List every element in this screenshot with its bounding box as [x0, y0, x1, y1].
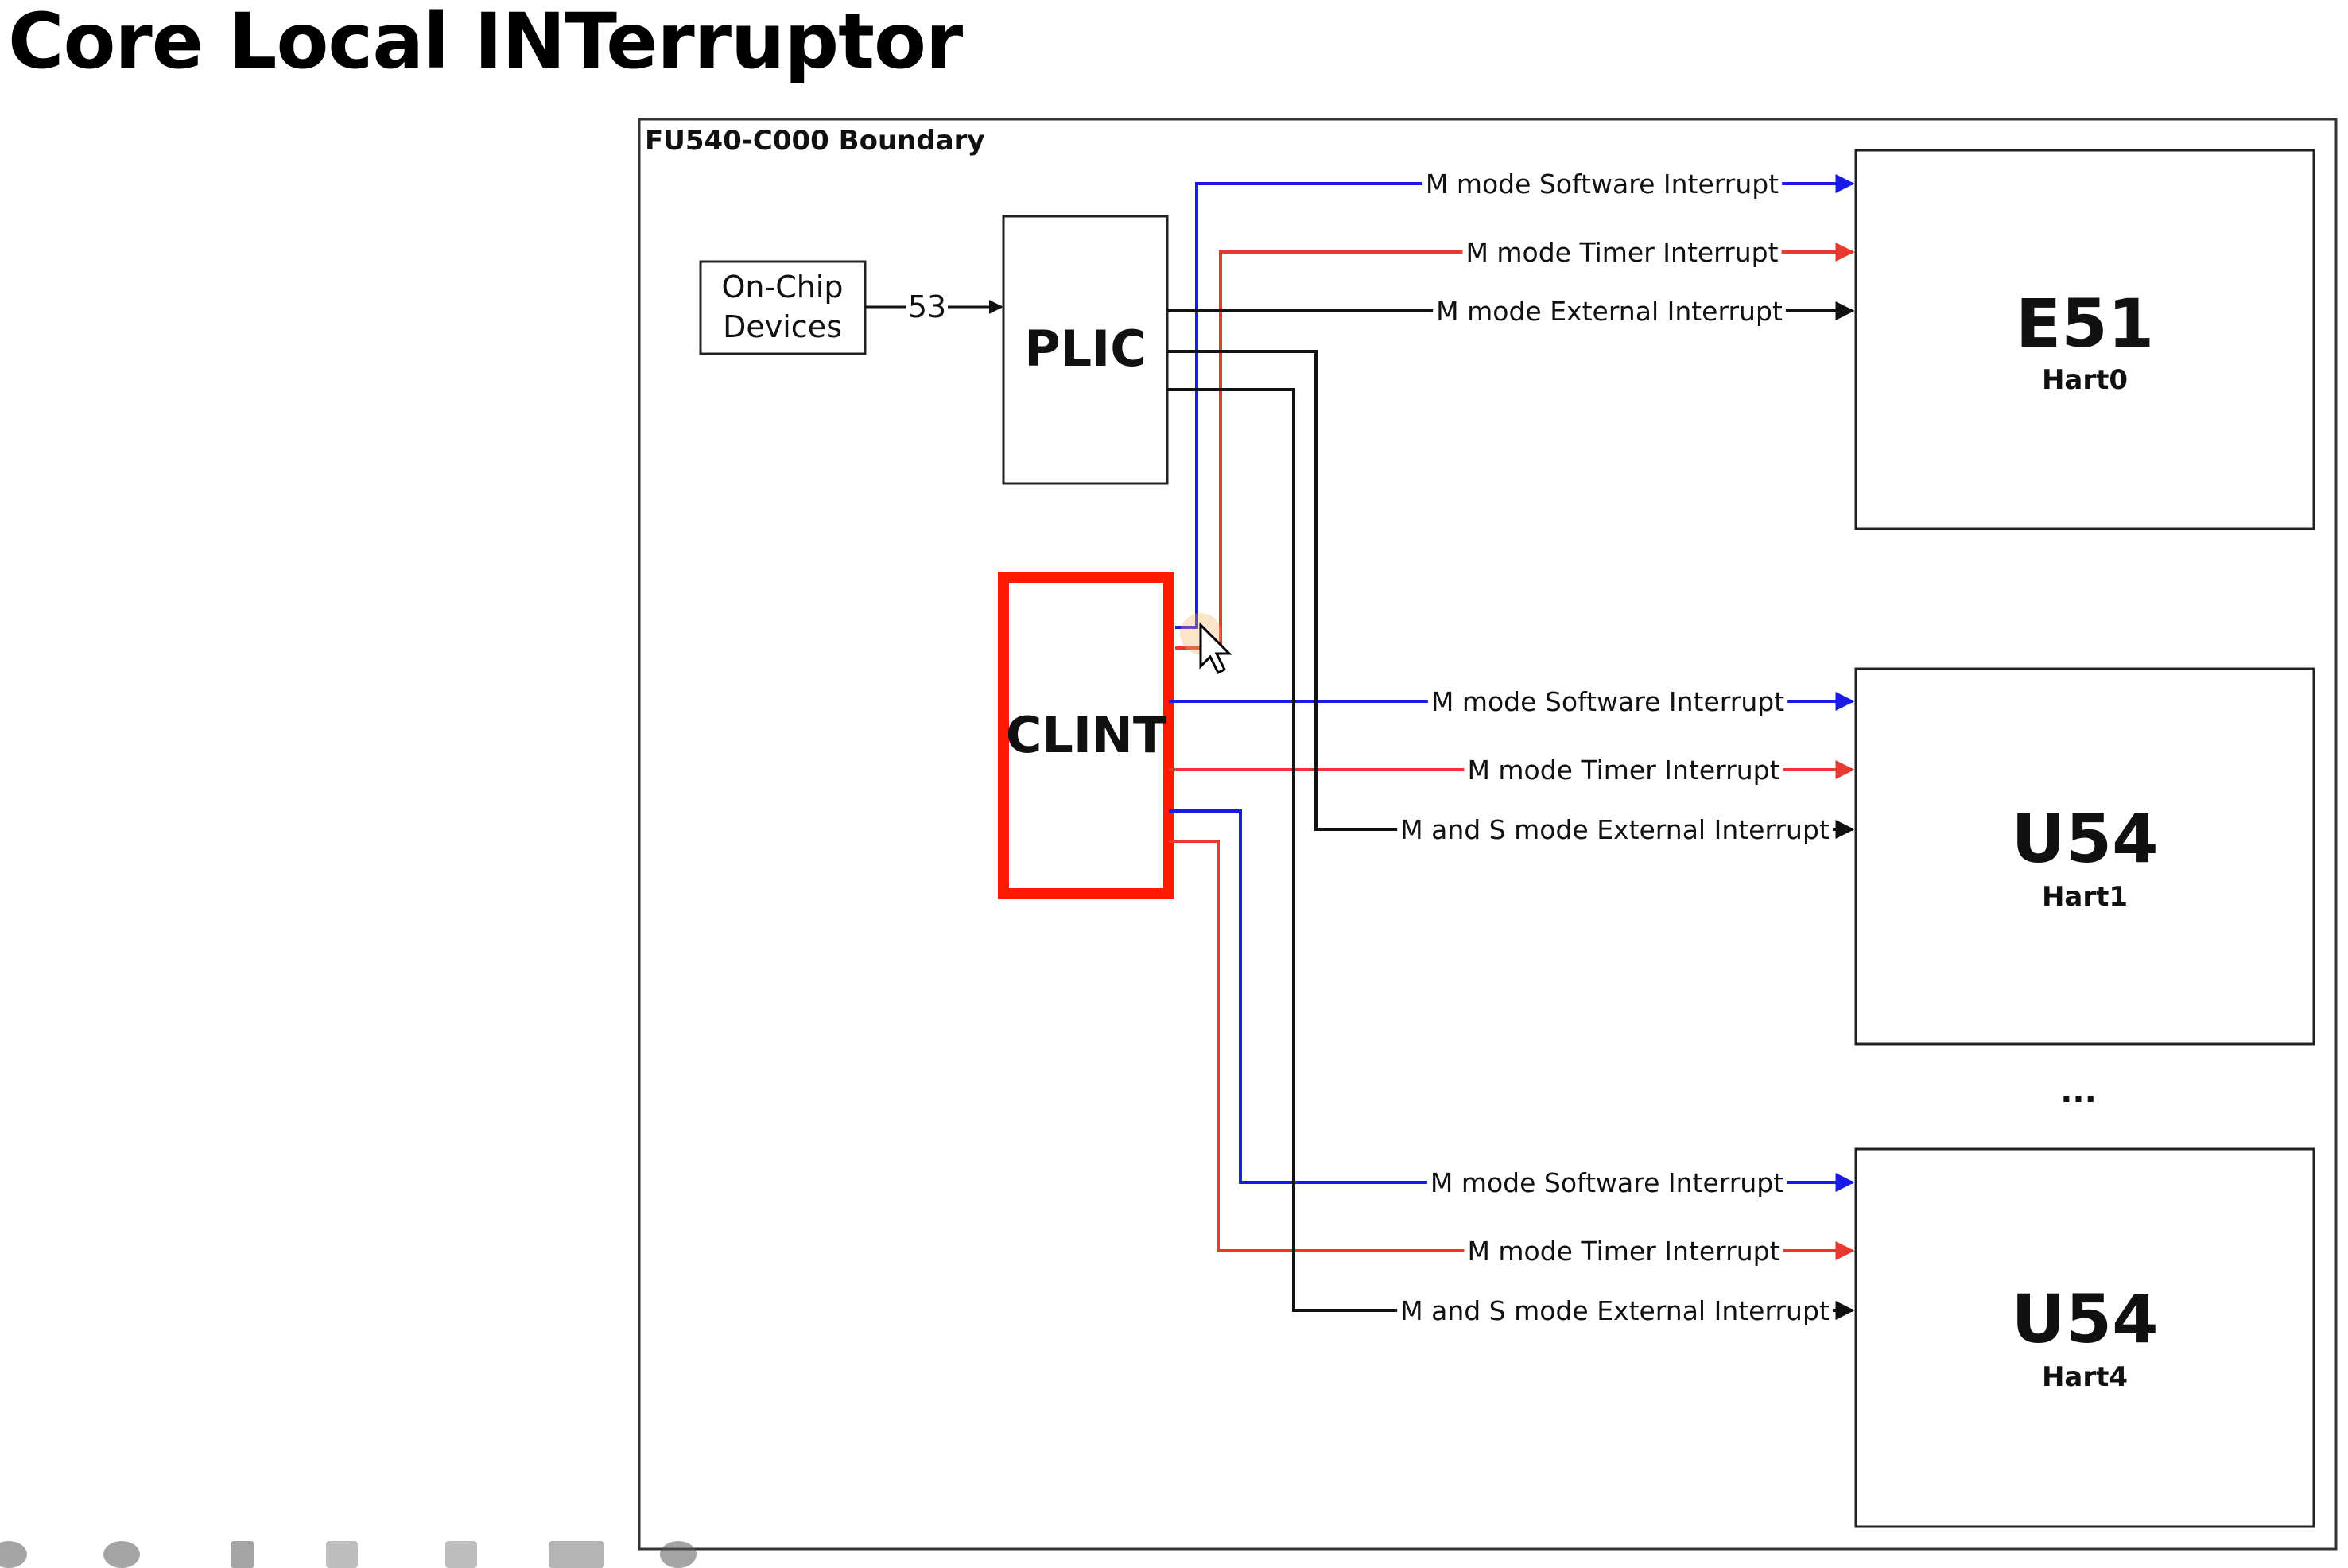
fullscreen-icon[interactable] — [326, 1541, 358, 1568]
hart-ellipsis: ... — [2060, 1073, 2097, 1110]
signal-label: M mode External Interrupt — [1436, 296, 1783, 327]
video-control-strip — [0, 1541, 716, 1568]
hart0-label: Hart0 — [2042, 364, 2128, 396]
wire-hart4-timer — [1169, 840, 1465, 1252]
minimize-icon[interactable] — [445, 1541, 477, 1568]
hart1-label: Hart1 — [2042, 881, 2128, 913]
signal-label-backing — [1427, 685, 1788, 719]
clint-label: CLINT — [1006, 706, 1166, 764]
signal-label-backing — [1397, 813, 1833, 847]
wire-hart1-external — [1167, 350, 1403, 831]
plic-label: PLIC — [1024, 320, 1147, 378]
mouse-cursor-icon — [1180, 613, 1232, 675]
more-icon[interactable] — [660, 1541, 697, 1568]
signal-label: M mode Timer Interrupt — [1467, 755, 1779, 786]
signal-label: M and S mode External Interrupt — [1400, 1295, 1830, 1326]
volume-icon[interactable] — [103, 1541, 140, 1568]
window-icon[interactable] — [549, 1541, 604, 1568]
hart1-core: U54 — [2011, 800, 2158, 878]
bus-width-label: 53 — [908, 289, 946, 324]
signal-label-backing — [1464, 1234, 1783, 1268]
signal-label-backing — [1462, 235, 1782, 270]
wire-hart4-software — [1169, 809, 1430, 1184]
signal-label-backing — [1464, 753, 1783, 787]
signal-label: M mode Software Interrupt — [1426, 169, 1779, 200]
signal-label-backing — [1433, 294, 1786, 328]
play-icon[interactable] — [0, 1541, 27, 1568]
signal-label: M mode Software Interrupt — [1430, 1167, 1783, 1198]
clint-highlight — [998, 572, 1174, 899]
onchip-line2: Devices — [723, 309, 842, 344]
signal-label: M mode Software Interrupt — [1431, 686, 1784, 717]
slide-title: Core Local INTerruptor — [8, 0, 963, 86]
hart1-box — [1854, 667, 2315, 1046]
edit-icon[interactable] — [231, 1541, 254, 1568]
plic-box — [1002, 215, 1169, 485]
signal-label-backing — [1426, 1166, 1787, 1200]
hart4-core: U54 — [2011, 1280, 2158, 1358]
boundary-label: FU540-C000 Boundary — [645, 125, 985, 157]
wire-hart4-external — [1167, 388, 1403, 1312]
signal-label-backing — [1397, 1294, 1833, 1328]
signal-label-backing — [1422, 167, 1783, 201]
hart0-box — [1854, 149, 2315, 530]
fu540-boundary — [638, 118, 2338, 1551]
signal-label: M mode Timer Interrupt — [1467, 1236, 1779, 1267]
hart4-box — [1854, 1147, 2315, 1528]
onchip-devices-box — [699, 260, 867, 355]
hart4-label: Hart4 — [2042, 1361, 2128, 1393]
wire-hart0-software — [1175, 182, 1423, 629]
onchip-line1: On-Chip — [721, 270, 843, 305]
hart0-core: E51 — [2016, 285, 2154, 363]
signal-label: M and S mode External Interrupt — [1400, 814, 1830, 845]
wire-hart0-timer — [1175, 250, 1463, 650]
signal-label: M mode Timer Interrupt — [1465, 237, 1778, 268]
